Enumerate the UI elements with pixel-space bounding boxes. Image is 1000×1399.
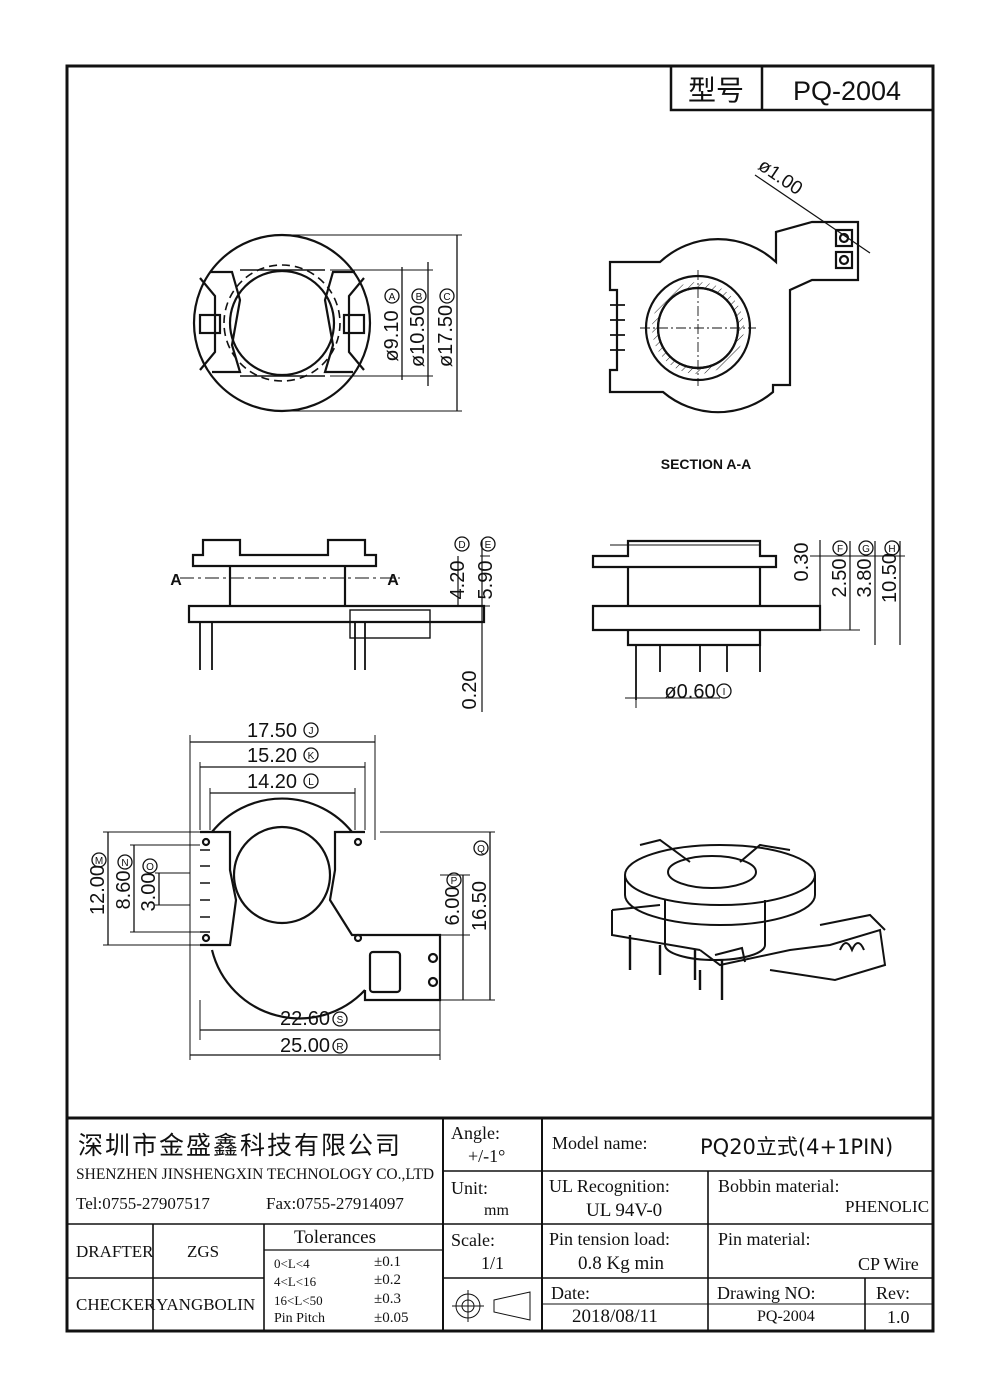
tol-value-4: ±0.05: [374, 1310, 409, 1326]
bobbin-label: Bobbin material:: [718, 1176, 840, 1196]
ref-j: J: [309, 726, 314, 737]
tol-value-2: ±0.2: [374, 1272, 401, 1288]
ul-label: UL Recognition:: [549, 1176, 670, 1196]
drawing-border: [65, 64, 935, 1333]
scale-label: Scale:: [451, 1230, 495, 1250]
drafter-value: ZGS: [187, 1242, 220, 1261]
company-name-en: SHENZHEN JINSHENGXIN TECHNOLOGY CO.,LTD: [76, 1166, 435, 1183]
dim-v16-50: 16.50: [469, 881, 491, 931]
dim-h0-20: 0.20: [459, 671, 481, 710]
dim-w25-00: 25.00: [280, 1035, 330, 1057]
dim-hole: ø1.00: [754, 155, 806, 200]
dim-h4-20: 4.20: [447, 561, 469, 600]
checker-value: YANGBOLIN: [156, 1295, 256, 1314]
top-view: [192, 233, 462, 413]
ref-d: D: [458, 540, 465, 551]
ref-q: Q: [477, 844, 485, 855]
pin-material-label: Pin material:: [718, 1229, 811, 1249]
drawing-no-value: PQ-2004: [757, 1308, 815, 1325]
ref-circles-side: [454, 536, 496, 552]
rev-value: 1.0: [887, 1307, 910, 1327]
bobbin-value: PHENOLIC: [845, 1197, 930, 1216]
ref-h: H: [888, 544, 895, 555]
dim-h2-50: 2.50: [829, 559, 851, 598]
side-view-left: [180, 538, 490, 712]
dim-w22-60: 22.60: [280, 1008, 330, 1030]
ref-e: E: [485, 540, 492, 551]
company-tel: Tel:0755-27907517: [76, 1194, 210, 1213]
ref-s: S: [337, 1015, 344, 1026]
section-label: SECTION A-A: [661, 456, 751, 472]
section-mark-left: A: [170, 572, 182, 589]
dim-d17-50: ø17.50: [435, 305, 457, 367]
ref-o: O: [146, 862, 154, 873]
dim-d9-10: ø9.10: [381, 310, 403, 361]
model-name-value: PQ20立式(4+1PIN): [700, 1135, 894, 1159]
tol-value-1: ±0.1: [374, 1254, 401, 1270]
dim-h5-90: 5.90: [475, 561, 497, 600]
pin-tension-value: 0.8 Kg min: [578, 1253, 665, 1274]
bottom-view: [103, 735, 495, 1060]
section-view: [608, 174, 871, 414]
ref-c: C: [443, 292, 450, 303]
date-value: 2018/08/11: [572, 1306, 658, 1327]
dim-w17-50: 17.50: [247, 720, 297, 742]
side-view-right: [591, 539, 905, 708]
dim-h3-80: 3.80: [854, 559, 876, 598]
tol-range-3: 16<L<50: [274, 1293, 323, 1308]
angle-value: +/-1°: [468, 1146, 506, 1166]
unit-label: Unit:: [451, 1178, 489, 1198]
dim-v12-00: 12.00: [87, 865, 109, 915]
title-block-grid: [67, 1116, 933, 1331]
model-header-box: 型号 PQ-2004: [669, 64, 935, 112]
unit-value: mm: [484, 1202, 509, 1219]
model-name-label: Model name:: [552, 1133, 648, 1153]
ref-k: K: [308, 751, 315, 762]
checker-label: CHECKER: [76, 1295, 156, 1314]
dim-v6-00: 6.00: [442, 887, 464, 926]
tol-range-2: 4<L<16: [274, 1274, 317, 1289]
model-header-value: PQ-2004: [793, 76, 901, 106]
dim-v3-00: 3.00: [138, 873, 160, 912]
ref-g: G: [862, 544, 870, 555]
angle-label: Angle:: [451, 1123, 500, 1143]
tol-range-4: Pin Pitch: [274, 1311, 325, 1326]
company-fax: Fax:0755-27914097: [266, 1194, 404, 1213]
pin-tension-label: Pin tension load:: [549, 1229, 670, 1249]
scale-value: 1/1: [481, 1253, 505, 1273]
dim-h10-50: 10.50: [879, 553, 901, 603]
ref-p: P: [451, 876, 458, 887]
ref-a: A: [389, 292, 396, 303]
ref-l: L: [308, 777, 314, 788]
tol-value-3: ±0.3: [374, 1291, 401, 1307]
isometric-view: [611, 838, 887, 1000]
ref-circles-side-right: [716, 540, 900, 699]
ref-b: B: [416, 292, 423, 303]
ref-circles-top: [384, 288, 455, 304]
dim-v8-60: 8.60: [113, 871, 135, 910]
date-label: Date:: [551, 1283, 590, 1303]
rev-label: Rev:: [876, 1283, 910, 1303]
ref-f: F: [837, 544, 843, 555]
dim-pin-d: ø0.60: [664, 681, 715, 703]
section-mark-right: A: [387, 572, 399, 589]
dim-w14-20: 14.20: [247, 771, 297, 793]
drafter-label: DRAFTER: [76, 1242, 154, 1261]
pin-material-value: CP Wire: [858, 1254, 919, 1274]
ref-i: I: [723, 687, 726, 698]
ref-r: R: [336, 1042, 343, 1053]
ul-value: UL 94V-0: [586, 1200, 663, 1221]
dim-h0-30: 0.30: [791, 543, 813, 582]
ref-circles-bottom: [91, 722, 489, 1054]
drawing-no-label: Drawing NO:: [717, 1283, 816, 1303]
dim-d10-50: ø10.50: [407, 305, 429, 367]
ref-n: N: [121, 858, 128, 869]
tolerances-label: Tolerances: [294, 1227, 377, 1248]
tol-range-1: 0<L<4: [274, 1256, 310, 1271]
model-header-label: 型号: [688, 75, 744, 106]
dim-w15-20: 15.20: [247, 745, 297, 767]
company-name-cn: 深圳市金盛鑫科技有限公司: [78, 1131, 403, 1160]
ref-m: M: [95, 856, 103, 867]
